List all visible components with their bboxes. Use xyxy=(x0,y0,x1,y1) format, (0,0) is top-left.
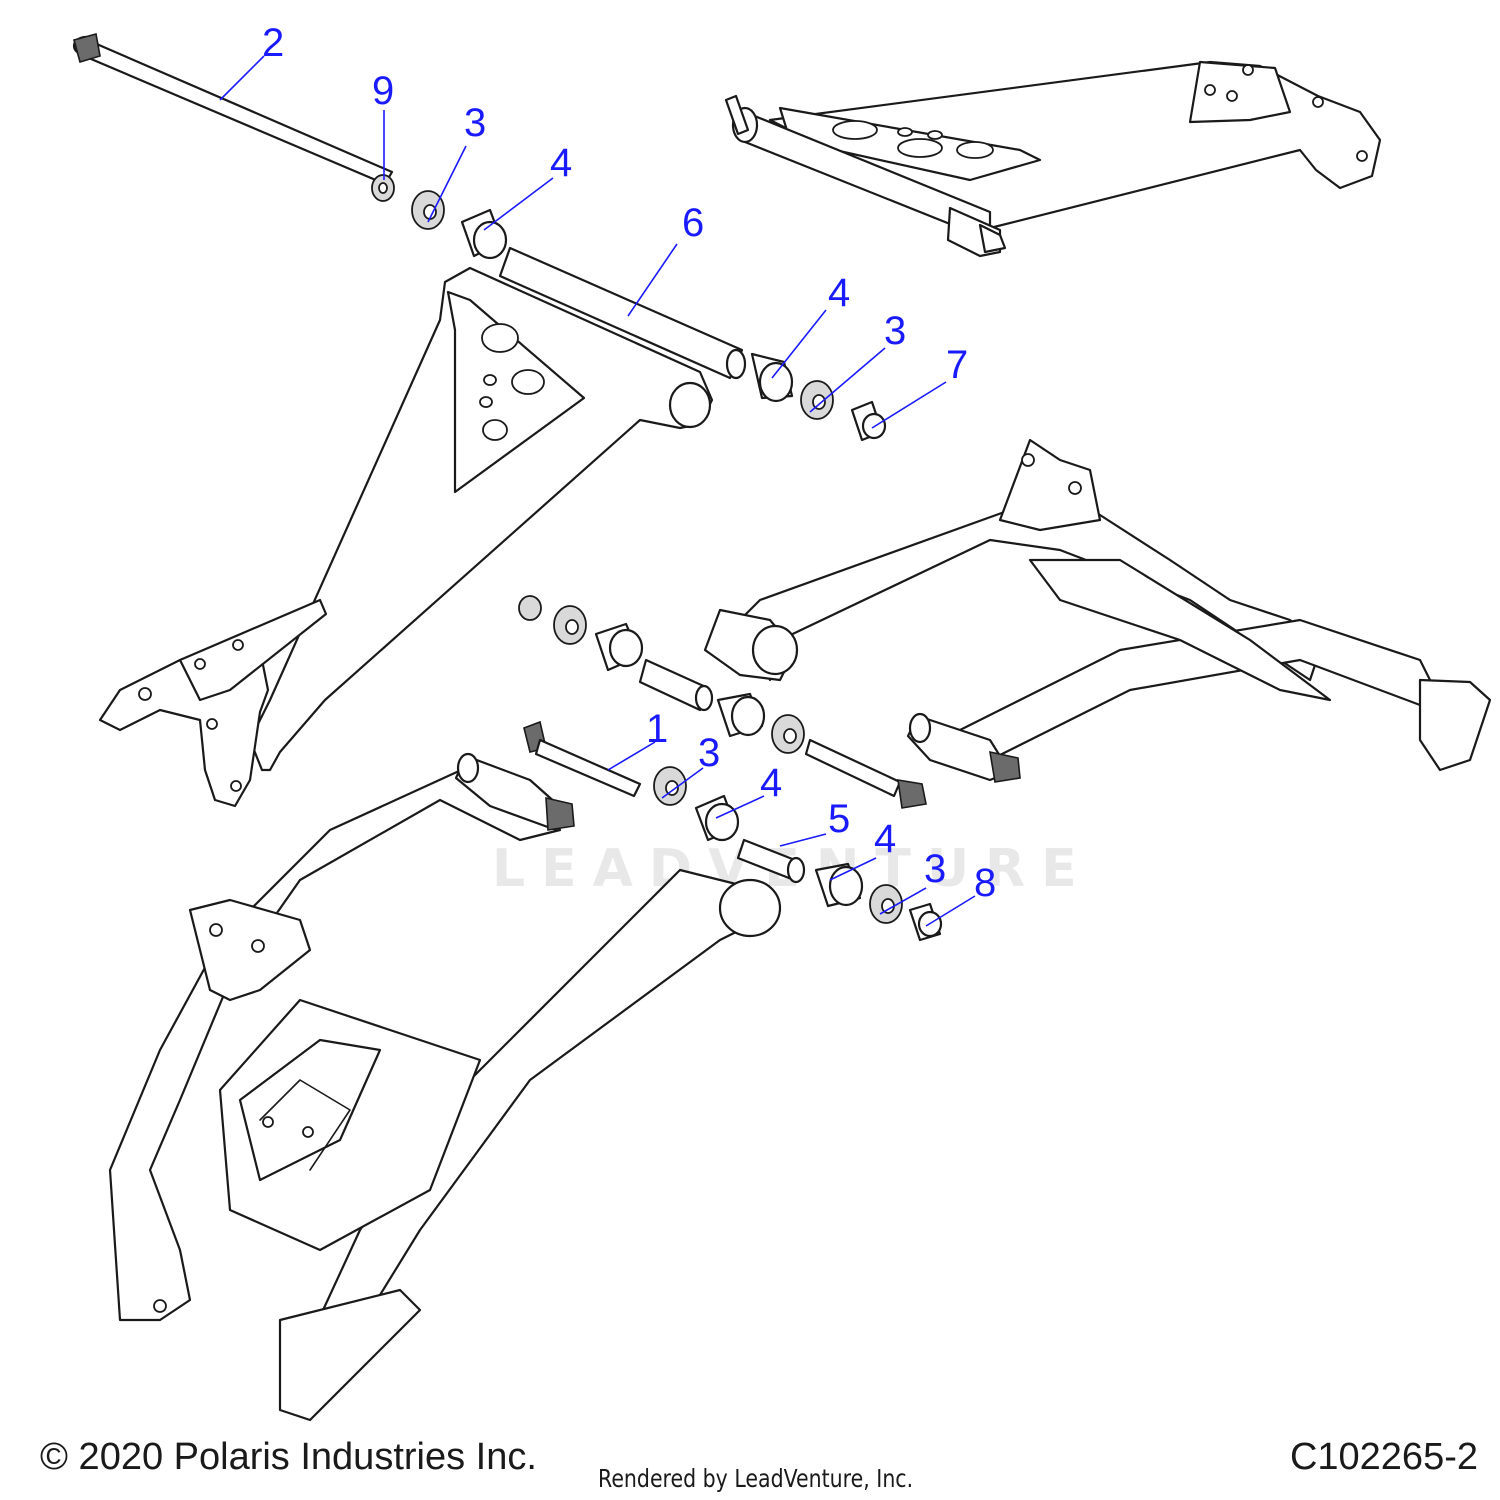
rendered-by-notice: Rendered by LeadVenture, Inc. xyxy=(598,1464,914,1493)
copyright-notice: © 2020 Polaris Industries Inc. xyxy=(40,1436,537,1478)
lower-right-rod-assembly xyxy=(703,438,1492,783)
lower-hardware-stack xyxy=(518,595,943,942)
callout-7: 7 xyxy=(946,343,968,387)
lower-left-rod-assembly xyxy=(108,752,782,1422)
middle-a-arm xyxy=(98,266,714,808)
callout-4-lower-a: 4 xyxy=(760,761,782,805)
callout-3-upper: 3 xyxy=(464,101,486,145)
callout-5: 5 xyxy=(828,797,850,841)
callout-2: 2 xyxy=(262,21,284,65)
upper-bolt-hardware xyxy=(72,32,887,442)
callout-4-upper: 4 xyxy=(550,141,572,185)
callout-3-lower-b: 3 xyxy=(924,847,946,891)
callout-4-lower-b: 4 xyxy=(874,817,896,861)
callout-4-mid: 4 xyxy=(828,271,850,315)
callout-8: 8 xyxy=(974,861,996,905)
callout-9: 9 xyxy=(372,69,394,113)
upper-right-a-arm xyxy=(724,60,1382,258)
leader-lines xyxy=(219,55,976,927)
callout-3-mid: 3 xyxy=(884,309,906,353)
diagram-code: C102265-2 xyxy=(1289,1436,1478,1478)
callout-6: 6 xyxy=(682,201,704,245)
callout-1: 1 xyxy=(646,707,668,751)
callout-labels: 2 9 3 4 6 4 3 7 1 3 4 5 4 3 8 xyxy=(262,21,996,905)
callout-3-lower-a: 3 xyxy=(698,731,720,775)
